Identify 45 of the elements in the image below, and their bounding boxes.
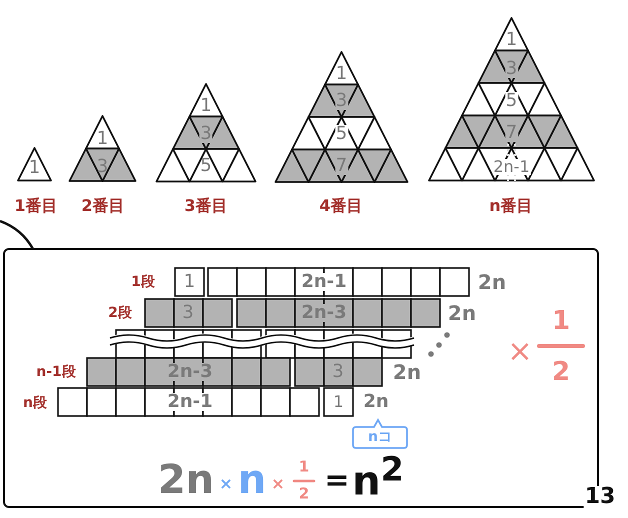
cell-number: 2n-3 (166, 363, 214, 381)
figure-caption: 4番目 (318, 198, 364, 214)
row-label: n段 (22, 396, 48, 410)
row-label: 1段 (130, 275, 156, 289)
formula-result: n$^{2}$ (351, 452, 405, 502)
formula-term: n (236, 460, 268, 500)
figure-caption: 2番目 (80, 198, 126, 214)
fraction-numerator: 1 (550, 308, 572, 334)
cell-number: 1 (182, 273, 196, 291)
figure-caption: 1番目 (13, 198, 59, 214)
cell-number: 3 (504, 60, 518, 78)
cell-number: 1 (504, 31, 518, 49)
times-sign: × (270, 476, 286, 492)
figure-caption: 3番目 (183, 198, 229, 214)
row-label: n-1段 (35, 365, 77, 379)
cell-number: 2n-1 (300, 273, 348, 291)
cell-number: 1 (28, 159, 42, 177)
times-sign: × (506, 337, 534, 367)
row-label: 2段 (107, 306, 133, 320)
cell-number: 3 (334, 92, 348, 110)
cell-number: 5 (199, 157, 213, 175)
fraction-numerator: 1 (298, 460, 310, 474)
width-label: 2n (476, 272, 508, 292)
cell-number: 1 (332, 394, 345, 410)
fraction-denominator: 2 (550, 359, 572, 385)
cell-number: 1 (199, 97, 213, 115)
formula-term: 2n (156, 460, 216, 500)
width-label: 2n (392, 362, 422, 382)
cell-number: 3 (199, 125, 213, 143)
cell-number: 2n-1 (166, 393, 214, 411)
cell-number: 2n-1 (492, 159, 531, 175)
fraction-denominator: 2 (298, 486, 310, 502)
cell-number: 3 (96, 158, 110, 176)
times-sign: × (218, 476, 234, 492)
equals-sign: = (323, 466, 351, 496)
cell-number: 7 (334, 157, 348, 175)
cell-number: 7 (504, 124, 518, 142)
cell-number: 1 (96, 130, 110, 148)
cell-number: 2n-3 (300, 304, 348, 322)
cell-number: 1 (334, 65, 348, 83)
count-tag: nコ (367, 430, 393, 444)
page-number: 13 (584, 486, 616, 508)
width-label: 2n (362, 393, 390, 411)
width-label: 2n (446, 303, 478, 323)
figure-caption: n番目 (488, 198, 534, 214)
